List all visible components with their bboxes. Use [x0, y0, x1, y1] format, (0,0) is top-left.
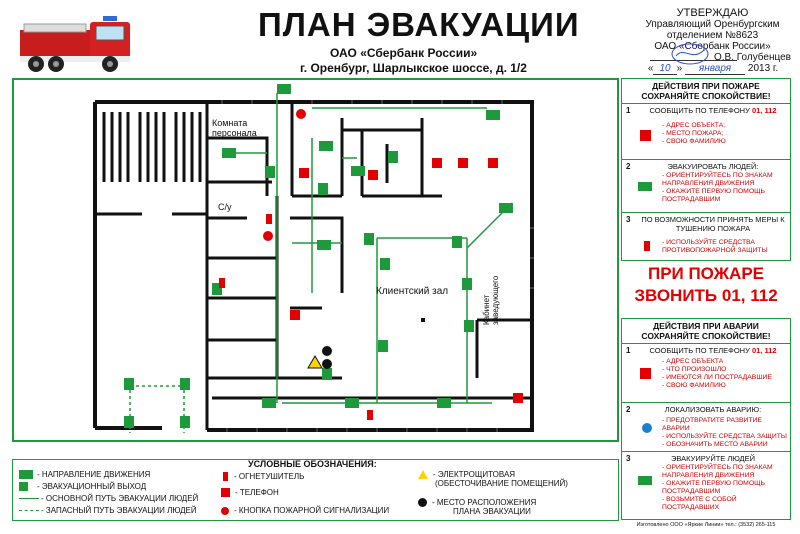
legend-main-path: - ОСНОВНОЙ ПУТЬ ЭВАКУАЦИИ ЛЮДЕЙ	[19, 494, 198, 504]
date-day: 10	[653, 63, 677, 75]
extinguisher-icon	[644, 241, 650, 251]
legend-location: - МЕСТО РАСПОЛОЖЕНИЯ	[418, 498, 536, 508]
warning-triangle-icon	[418, 470, 428, 480]
fire-step-2: 2 ЭВАКУИРОВАТЬ ЛЮДЕЙ: - ОРИЕНТИРУЙТЕСЬ П…	[622, 160, 790, 213]
main-evacuation-paths	[227, 93, 513, 404]
main-path-arrow-icon	[19, 498, 39, 500]
page-title: ПЛАН ЭВАКУАЦИИ	[258, 6, 580, 43]
plan-location-marker-1	[322, 346, 332, 356]
signature-line	[650, 60, 737, 61]
staircase	[102, 112, 202, 182]
accident-step-1: 1 СООБЩИТЬ ПО ТЕЛЕФОНУ 01, 112 - АДРЕС О…	[622, 344, 790, 403]
accident-step-2: 2 ЛОКАЛИЗОВАТЬ АВАРИЮ: - ПРЕДОТВРАТИТЕ Р…	[622, 403, 790, 452]
accident-step-3: 3 ЭВАКУИРУЙТЕ ЛЮДЕЙ - ОРИЕНТИРУЙТЕСЬ ПО …	[626, 454, 773, 511]
you-are-here-icon	[418, 498, 427, 508]
legend-phone: - ТЕЛЕФОН	[221, 488, 279, 498]
organization-name: ОАО «Сбербанк России»	[330, 46, 478, 60]
phone-icon	[221, 488, 230, 498]
phone-icon	[640, 368, 651, 379]
exit-sign-icon	[638, 182, 652, 191]
reserve-path-arrow-icon	[19, 510, 39, 512]
plan-location-marker-2	[322, 359, 332, 369]
phones	[290, 158, 523, 403]
pillar	[421, 318, 425, 322]
approval-position-2: отделением №8623	[666, 30, 759, 41]
manufacturer-credit: Изготовлено ООО «Яркие Линии» тел.: (353…	[636, 522, 776, 528]
switchboard-sign	[307, 355, 323, 369]
extinguisher-icon	[223, 472, 228, 482]
accident-actions-header: ДЕЙСТВИЯ ПРИ АВАРИИ СОХРАНЯЙТЕ СПОКОЙСТВ…	[622, 319, 790, 344]
legend-exit: - ЭВАКУАЦИОННЫЙ ВЫХОД	[19, 482, 146, 492]
room-label-wc: С/у	[218, 202, 232, 212]
legend-alarm-button: - КНОПКА ПОЖАРНОЙ СИГНАЛИЗАЦИИ	[221, 506, 389, 516]
approver-name: О.В. Голубенцев	[713, 52, 791, 63]
legend: УСЛОВНЫЕ ОБОЗНАЧЕНИЯ: - НАПРАВЛЕНИЕ ДВИЖ…	[12, 459, 619, 521]
windows	[221, 100, 534, 432]
approval-position-1: Управляющий Оренбургским	[645, 19, 780, 30]
legend-switchboard-note: (ОБЕСТОЧИВАНИЕ ПОМЕЩЕНИЙ)	[435, 479, 568, 488]
legend-title: УСЛОВНЫЕ ОБОЗНАЧЕНИЯ:	[248, 459, 377, 469]
fire-truck-illustration	[20, 16, 130, 72]
fire-step-1: 1 СООБЩИТЬ ПО ТЕЛЕФОНУ 01, 112 - АДРЕС О…	[622, 104, 790, 160]
direction-arrow-icon	[19, 470, 33, 480]
legend-location-note: ПЛАНА ЭВАКУАЦИИ	[453, 507, 531, 516]
fire-call-banner: ПРИ ПОЖАРЕ ЗВОНИТЬ 01, 112	[634, 264, 778, 305]
legend-extinguisher: - ОГНЕТУШИТЕЛЬ	[223, 472, 304, 482]
date-year: 2013 г.	[747, 63, 779, 74]
exit-signs	[124, 84, 513, 428]
fire-actions-header: ДЕЙСТВИЯ ПРИ ПОЖАРЕ СОХРАНЯЙТЕ СПОКОЙСТВ…	[622, 79, 790, 104]
alarm-button-icon	[221, 506, 229, 515]
legend-direction: - НАПРАВЛЕНИЕ ДВИЖЕНИЯ	[19, 470, 150, 480]
phone-icon	[640, 130, 651, 141]
approval-org: ОАО «Сбербанк России»	[654, 41, 771, 52]
info-icon	[642, 423, 652, 433]
approval-heading: УТВЕРЖДАЮ	[676, 7, 749, 19]
floor-plan	[93, 84, 534, 433]
fire-actions-panel: ДЕЙСТВИЯ ПРИ ПОЖАРЕ СОХРАНЯЙТЕ СПОКОЙСТВ…	[621, 78, 791, 261]
alarm-buttons	[263, 109, 306, 241]
address: г. Оренбург, Шарлыкское шоссе, д. 1/2	[300, 61, 527, 75]
room-label-client-hall: Клиентский зал	[376, 286, 449, 297]
approval-block: УТВЕРЖДАЮ Управляющий Оренбургским отдел…	[630, 7, 795, 65]
fire-step-3: 3 ПО ВОЗМОЖНОСТИ ПРИНЯТЬ МЕРЫ К ТУШЕНИЮ …	[626, 215, 785, 254]
exit-sign-icon	[638, 476, 652, 485]
room-label-staff: Комната персонала	[212, 118, 257, 138]
signature-stamp	[671, 43, 709, 65]
room-label-manager: Кабинет заведующего	[482, 275, 500, 325]
extinguishers	[219, 214, 373, 420]
floor-plan-frame	[12, 78, 619, 442]
legend-reserve-path: - ЗАПАСНЫЙ ПУТЬ ЭВАКУАЦИИ ЛЮДЕЙ	[19, 506, 197, 516]
accident-actions-panel: ДЕЙСТВИЯ ПРИ АВАРИИ СОХРАНЯЙТЕ СПОКОЙСТВ…	[621, 318, 791, 520]
exit-sign-icon	[19, 482, 28, 492]
date-month: января	[684, 63, 746, 75]
legend-switchboard: - ЭЛЕКТРОЩИТОВАЯ	[418, 470, 515, 480]
reserve-evacuation-paths	[129, 378, 185, 433]
approval-date: «10» января 2013 г.	[647, 63, 779, 75]
